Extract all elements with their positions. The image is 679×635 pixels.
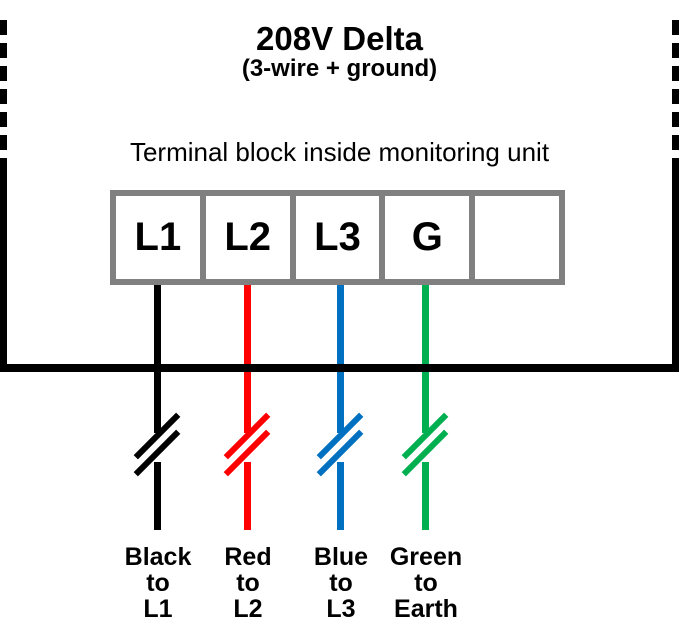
terminal-block: L1 L2 L3 G [110, 190, 565, 285]
wire-label-line: Red [224, 543, 272, 571]
diagram-subtitle: (3-wire + ground) [241, 55, 438, 82]
wire-red-lower-segment [244, 462, 251, 530]
wire-label-line: to [146, 569, 170, 597]
wire-green-lower-segment [422, 462, 429, 530]
wire-label-line: L3 [326, 595, 356, 623]
wire-black-upper-segment [154, 282, 161, 433]
wire-label-line: Black [124, 543, 192, 571]
terminal-label-l2: L2 [224, 215, 272, 259]
diagram-title: 208V Delta [256, 20, 423, 57]
terminal-label-g: G [411, 215, 443, 259]
enclosure-left-dashed-border [0, 20, 7, 158]
wire-label-line: Green [389, 543, 463, 571]
enclosure-right-solid-border [672, 158, 679, 372]
wire-label-line: to [329, 569, 353, 597]
wire-label-line: to [414, 569, 438, 597]
wire-label-line: Blue [313, 543, 369, 571]
wire-label-line: L2 [233, 595, 263, 623]
terminal-cell-l3: L3 [295, 196, 380, 279]
wire-label-line: L1 [143, 595, 173, 623]
enclosure-bottom-line [0, 364, 679, 372]
terminal-cell-g: G [385, 196, 470, 279]
enclosure-right-dashed-border [672, 20, 679, 158]
terminal-cell-l1: L1 [116, 196, 200, 279]
terminal-block-caption: Terminal block inside monitoring unit [129, 137, 550, 167]
wire-label-red: Red to L2 [187, 544, 309, 622]
wire-label-black: Black to L1 [97, 544, 219, 622]
wire-label-blue: Blue to L3 [280, 544, 402, 622]
wire-black-lower-segment [154, 462, 161, 530]
enclosure-left-solid-border [0, 158, 7, 372]
wire-red-upper-segment [244, 282, 251, 433]
terminal-cell-empty [475, 196, 559, 279]
wire-blue-upper-segment [337, 282, 344, 433]
wire-label-line: to [236, 569, 260, 597]
terminal-cell-l2: L2 [205, 196, 290, 279]
wire-blue-lower-segment [337, 462, 344, 530]
terminal-label-l1: L1 [134, 215, 182, 259]
wire-label-green: Green to Earth [365, 544, 487, 622]
terminal-label-l3: L3 [314, 215, 361, 259]
wire-green-upper-segment [422, 282, 429, 433]
wire-label-line: Earth [394, 595, 458, 623]
